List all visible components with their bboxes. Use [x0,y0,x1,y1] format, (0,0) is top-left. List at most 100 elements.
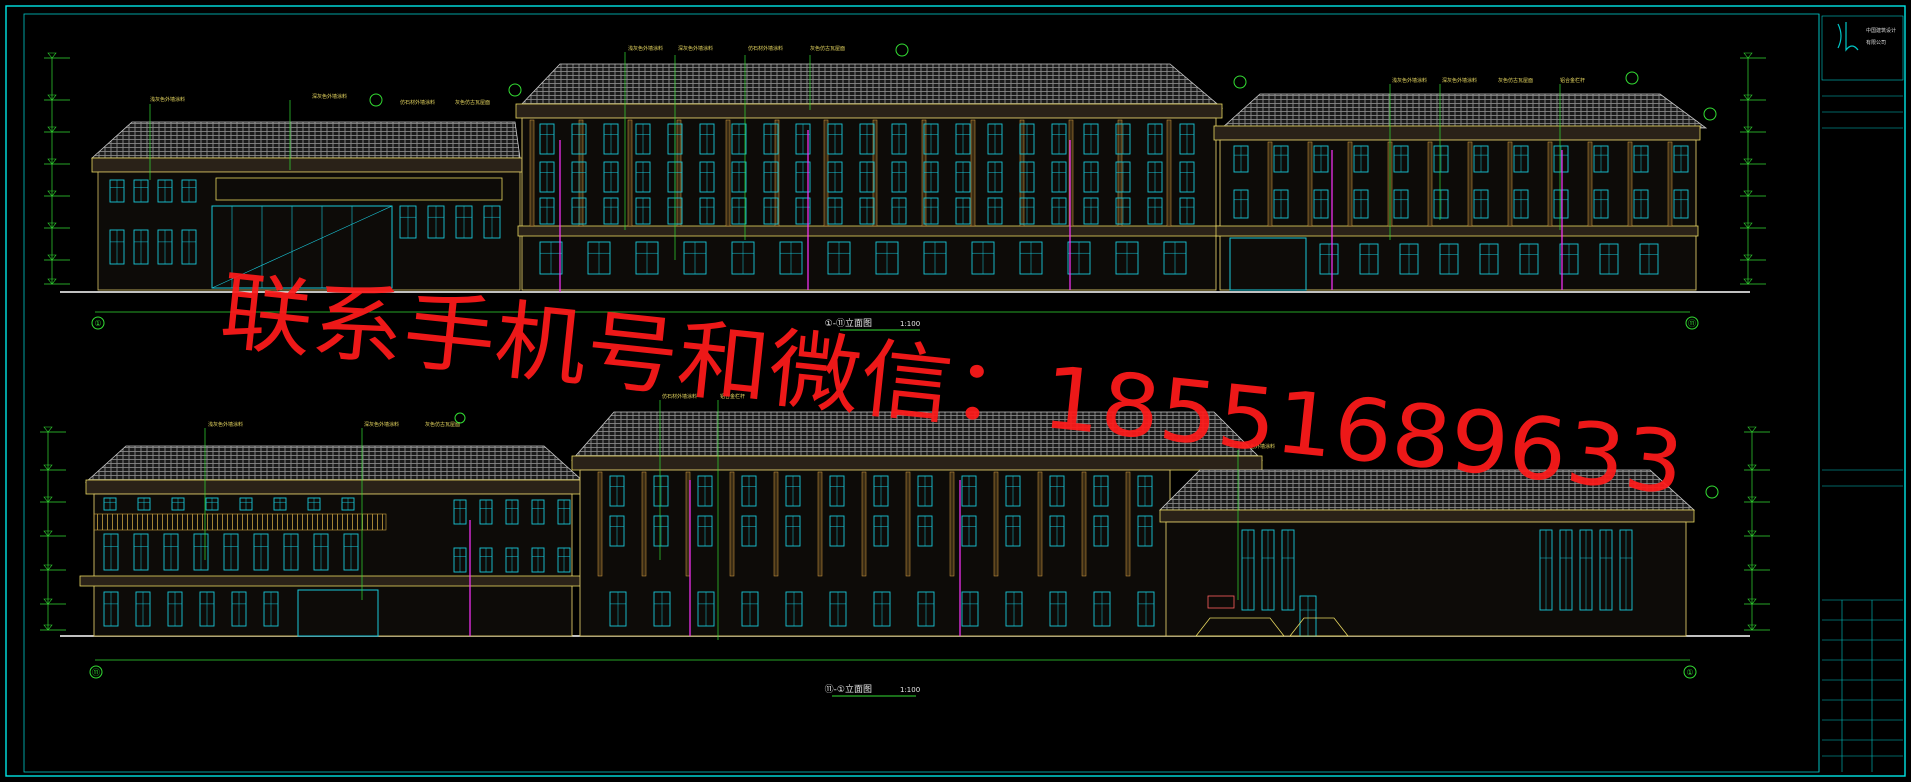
axis-bubble-right: ⑪ [1685,316,1699,330]
pilaster [725,119,731,227]
roof-main-block [517,63,1224,109]
callouts-top: 浅灰色外墙涂料 深灰色外墙涂料 仿石材外墙涂料 灰色仿古瓦屋面 浅灰色外墙涂料 … [149,43,1717,260]
level-triangle [47,94,57,101]
level-triangle [1743,126,1753,133]
level-triangle [47,158,57,165]
view-scale-text-bottom: 1:100 [900,686,920,694]
pilaster [774,119,780,227]
level-triangle [1747,464,1757,471]
level-triangle [43,624,53,631]
axis-label-right: ⑪ [1688,319,1696,328]
company-name-line1: 中国建筑设计 [1866,27,1896,34]
callout-roof-main: 灰色仿古瓦屋面 [810,45,845,52]
main-block-windows [529,119,1195,275]
entrance-steps-left [1195,617,1285,637]
cornice-right-wing [1215,225,1699,237]
view-title-north: ⑪-①立面图 1:100 [825,683,920,697]
pilaster [627,119,633,227]
pilaster [1166,119,1172,227]
callout-stone-main: 仿石材外墙涂料 [748,45,783,52]
pilaster [1019,119,1025,227]
level-triangle [43,426,53,433]
level-triangle [1743,254,1753,261]
rear-entrance-door [297,589,379,637]
pilaster [1307,141,1313,227]
pilaster [1068,119,1074,227]
level-triangle [43,564,53,571]
callout-roof-lw: 灰色仿古瓦屋面 [455,99,490,106]
pilaster [1267,141,1273,227]
axis-label-left: ① [94,319,101,328]
pilaster [861,471,867,577]
pilaster [872,119,878,227]
left-block-windows [103,497,571,627]
eave-left-wing [91,157,523,173]
eave-left-block [85,479,585,495]
level-triangle [1747,624,1757,631]
level-triangle [43,598,53,605]
callout-paint1-rw: 浅灰色外墙涂料 [1392,77,1427,84]
callouts-bottom: 浅灰色外墙涂料 深灰色外墙涂料 灰色仿古瓦屋面 仿石材外墙涂料 铝合金栏杆 浅灰… [204,393,1719,640]
axis-bubble-left: ① [91,316,105,330]
pilaster [1081,471,1087,577]
callout-paint2-main: 深灰色外墙涂料 [678,45,713,52]
view-title-text-bottom: ⑪-①立面图 [825,683,872,695]
level-triangle [47,126,57,133]
axis-bubble-left-bottom: ⑪ [89,665,103,679]
callout-rail-b: 铝合金栏杆 [720,393,745,400]
callout-paint2: 深灰色外墙涂料 [312,93,347,100]
level-triangle [43,464,53,471]
entrance-steps-right [1289,617,1349,637]
level-triangle [1743,158,1753,165]
view-title-text: ①-⑪立面图 [825,317,872,329]
eave-right-wing [1213,125,1701,141]
pilaster [597,471,603,577]
level-triangle [47,254,57,261]
pilaster [676,119,682,227]
wall-main-block [521,117,1217,291]
pilaster [1467,141,1473,227]
level-triangle [1747,530,1757,537]
view-title-south: ①-⑪立面图 1:100 [825,317,920,331]
title-block: 中国建筑设计 有限公司 [1821,15,1904,772]
company-logo-icon [1837,22,1859,52]
eave-right-block [1159,509,1695,523]
level-triangle [1743,94,1753,101]
level-triangle [1747,598,1757,605]
north-elevation: ⑪ ① ⑪-①立面图 1:100 浅灰色外墙涂料 深灰色外墙涂料 灰色仿古瓦屋面… [40,393,1770,697]
wall-center-block [579,469,1171,637]
pilaster [1667,141,1673,227]
wall-right-block [1165,521,1687,637]
side-entrance-door [1229,237,1307,291]
callout-paint1-b: 浅灰色外墙涂料 [208,421,243,428]
level-triangle [1743,52,1753,59]
wall-left-wing [97,171,521,291]
signboard [1207,595,1235,609]
level-marks [44,52,1766,285]
pilaster [970,119,976,227]
pilaster [1117,119,1123,227]
callout-roof-b: 灰色仿古瓦屋面 [425,421,460,428]
level-triangle [1747,426,1757,433]
callout-paint1-main: 浅灰色外墙涂料 [628,45,663,52]
level-triangle [1743,190,1753,197]
pilaster [823,119,829,227]
pilaster [1347,141,1353,227]
right-block-windows [1241,529,1633,637]
right-wing-windows [1233,141,1689,275]
pilaster [1507,141,1513,227]
callout-paint2-b: 深灰色外墙涂料 [364,421,399,428]
pilaster [773,471,779,577]
cornice-main-block [517,225,1221,237]
pilaster [641,471,647,577]
axis-label-right-bottom: ① [1686,668,1693,677]
level-triangle [47,278,57,285]
glass-curtain-wall [211,205,393,289]
pilaster [1125,471,1131,577]
level-triangle [43,496,53,503]
level-triangle [1747,496,1757,503]
callout-paint1-rb: 浅灰色外墙涂料 [1240,443,1275,450]
level-triangle [1747,564,1757,571]
pilaster [905,471,911,577]
